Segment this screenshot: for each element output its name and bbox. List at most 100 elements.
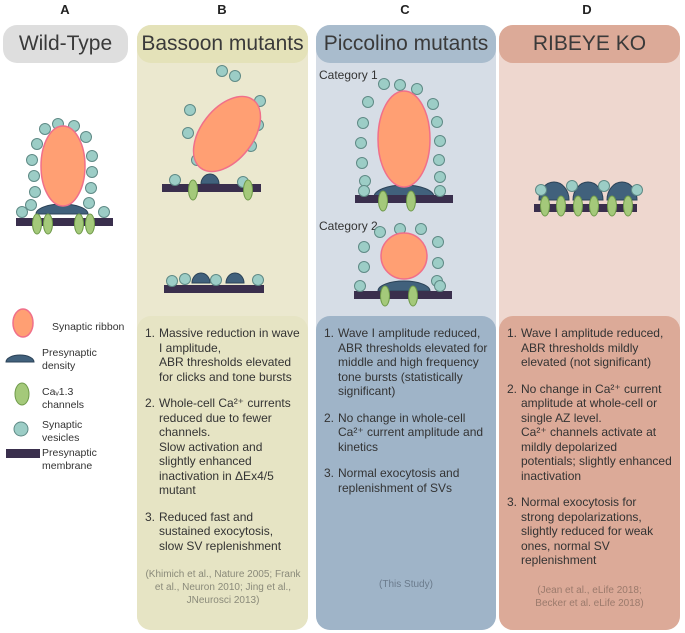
cav13-channel-icon — [607, 195, 617, 217]
legend-label-vesicles: Synaptic vesicles — [42, 419, 83, 444]
synaptic-vesicle-icon — [31, 138, 43, 150]
synaptic-vesicle-icon — [362, 96, 374, 108]
category-1-label: Category 1 — [319, 68, 378, 82]
synaptic-vesicle-icon — [184, 104, 196, 116]
synaptic-ribbon-icon — [40, 125, 86, 207]
synaptic-vesicle-icon — [80, 131, 92, 143]
presynaptic-membrane-icon — [355, 195, 453, 203]
presynaptic-density-icon — [200, 173, 220, 185]
cav13-channel-icon — [378, 190, 388, 212]
piccolino-citation: (This Study) — [379, 579, 433, 590]
column-letter-c: C — [400, 2, 410, 17]
piccolino-findings-panel: 1.Wave I amplitude reduced, ABR threshol… — [316, 316, 496, 630]
synaptic-vesicle-icon — [358, 185, 370, 197]
cav13-channel-icon — [408, 285, 418, 307]
cav13-channel-icon — [85, 213, 95, 235]
synaptic-vesicle-icon — [535, 184, 547, 196]
synaptic-vesicle-icon — [359, 175, 371, 187]
synaptic-vesicle-icon — [394, 79, 406, 91]
presynaptic-membrane-icon — [534, 204, 637, 212]
presynaptic-density-icon — [572, 181, 604, 201]
synaptic-vesicle-icon — [356, 157, 368, 169]
cav13-channel-icon — [540, 195, 550, 217]
synaptic-vesicle-icon — [433, 154, 445, 166]
bassoon-findings-panel: 1.Massive reduction in wave I amplitude,… — [137, 316, 308, 630]
synaptic-ribbon-icon — [377, 90, 431, 188]
synaptic-vesicle-icon — [566, 180, 578, 192]
ribeye-findings-panel: 1.Wave I amplitude reduced, ABR threshol… — [499, 316, 680, 630]
list-item: 1.Massive reduction in wave I amplitude,… — [145, 326, 300, 384]
synaptic-vesicle-icon — [229, 70, 241, 82]
synaptic-vesicle-icon — [86, 150, 98, 162]
synaptic-vesicle-icon — [432, 236, 444, 248]
synaptic-vesicle-icon — [252, 274, 264, 286]
header-ribeye-ko: RIBEYE KO — [499, 25, 680, 63]
synaptic-vesicle-icon — [166, 275, 178, 287]
category-2-label: Category 2 — [319, 219, 378, 233]
synaptic-vesicle-icon — [374, 226, 386, 238]
presynaptic-density-icon — [225, 272, 245, 284]
synaptic-vesicle-icon — [432, 257, 444, 269]
legend-label-ribbon: Synaptic ribbon — [52, 321, 125, 333]
cav13-channel-icon — [556, 195, 566, 217]
cav13-channel-icon — [43, 213, 53, 235]
synaptic-ribbon-icon — [192, 95, 262, 173]
presynaptic-membrane-icon — [162, 184, 261, 192]
synaptic-vesicle-icon — [357, 117, 369, 129]
synaptic-vesicle-icon — [16, 206, 28, 218]
synaptic-vesicle-icon — [179, 273, 191, 285]
header-bassoon-mutants: Bassoon mutants — [137, 25, 308, 63]
synaptic-vesicle-icon — [631, 184, 643, 196]
synaptic-ribbon-icon — [12, 308, 34, 338]
presynaptic-membrane-icon — [6, 449, 40, 458]
presynaptic-membrane-icon — [354, 291, 452, 299]
synaptic-vesicle-icon — [210, 274, 222, 286]
presynaptic-density-icon — [377, 280, 431, 292]
presynaptic-density-icon — [5, 354, 35, 363]
cav13-channel-icon — [589, 195, 599, 217]
synaptic-vesicle-icon — [182, 127, 194, 139]
header-wild-type: Wild-Type — [3, 25, 128, 63]
column-letter-a: A — [60, 2, 70, 17]
cav13-channel-icon — [74, 213, 84, 235]
synaptic-vesicle-icon — [83, 197, 95, 209]
list-item: 3.Reduced fast and sustained exocytosis,… — [145, 509, 282, 553]
synaptic-vesicle-icon — [431, 116, 443, 128]
synaptic-vesicle-icon — [427, 98, 439, 110]
legend-label-membrane: Presynaptic membrane — [42, 447, 97, 472]
synaptic-vesicle-icon — [26, 154, 38, 166]
synaptic-vesicle-icon — [434, 280, 446, 292]
ribeye-citation: (Jean et al., eLife 2018; Becker et al. … — [535, 585, 644, 609]
synaptic-ribbon-icon — [380, 232, 428, 280]
synaptic-vesicle-icon — [29, 186, 41, 198]
synaptic-vesicle-icon — [28, 170, 40, 182]
cav13-channel-icon — [32, 213, 42, 235]
synaptic-vesicle-icon — [169, 174, 181, 186]
synaptic-vesicle-icon — [355, 137, 367, 149]
synaptic-vesicle-icon — [85, 182, 97, 194]
cav13-channel-icon — [406, 190, 416, 212]
synaptic-vesicle-icon — [216, 65, 228, 77]
presynaptic-membrane-icon — [164, 285, 264, 293]
synaptic-vesicle-icon — [378, 78, 390, 90]
synaptic-vesicle-icon — [354, 280, 366, 292]
synaptic-vesicle-icon — [13, 421, 29, 437]
synaptic-vesicle-icon — [415, 223, 427, 235]
synaptic-vesicle-icon — [25, 199, 37, 211]
cav13-channel-icon — [14, 382, 30, 406]
cav13-channel-icon — [573, 195, 583, 217]
synaptic-vesicle-icon — [434, 171, 446, 183]
synaptic-vesicle-icon — [598, 180, 610, 192]
list-item: 2.Whole-cell Ca²⁺ currents reduced due t… — [145, 396, 291, 497]
list-item: 1.Wave I amplitude reduced, ABR threshol… — [507, 326, 664, 369]
column-letter-b: B — [217, 2, 227, 17]
list-item: 2.No change in Ca²⁺ current amplitude at… — [507, 381, 672, 483]
cav13-channel-icon — [380, 285, 390, 307]
synaptic-vesicle-icon — [86, 166, 98, 178]
presynaptic-density-icon — [191, 272, 211, 284]
synaptic-vesicle-icon — [411, 83, 423, 95]
cav13-channel-icon — [623, 195, 633, 217]
list-item: 1.Wave I amplitude reduced, ABR threshol… — [324, 326, 488, 398]
cav13-channel-icon — [188, 179, 198, 201]
synaptic-vesicle-icon — [434, 135, 446, 147]
